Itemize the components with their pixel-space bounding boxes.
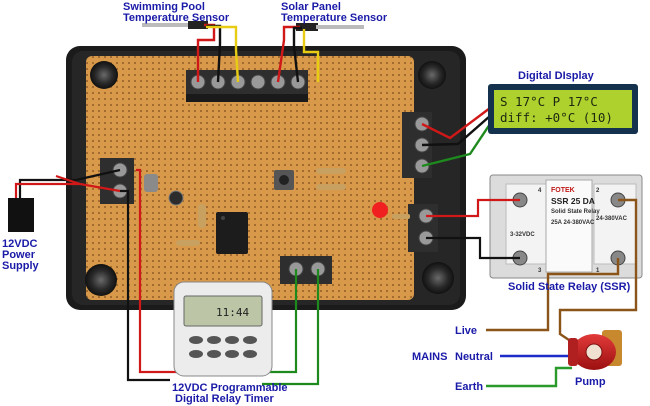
resistor xyxy=(316,184,346,190)
pool-sensor-wires xyxy=(196,23,240,83)
solar-sensor-label-1: Solar Panel xyxy=(281,1,341,13)
earth-label: Earth xyxy=(455,381,483,393)
ssr-input: 3-32VDC xyxy=(510,232,535,238)
solar-sensor-wires xyxy=(276,25,320,83)
ssr-terminal-block xyxy=(408,204,438,252)
digital-relay-timer: 11:44 xyxy=(173,281,273,377)
ssr-control-wires xyxy=(426,198,520,260)
ssr-terminal-1: 1 xyxy=(596,268,600,274)
timer-label-2: Digital Relay Timer xyxy=(175,393,275,405)
timer-terminal-block xyxy=(280,256,332,284)
ic-chip xyxy=(216,212,248,254)
solid-state-relay: FOTEK SSR 25 DA Solid State Relay 25A 24… xyxy=(489,174,643,279)
digital-display: S 17°C P 17°C diff: +0°C (10) xyxy=(488,84,638,134)
display-wires xyxy=(421,107,491,168)
ssr-label: Solid State Relay (SSR) xyxy=(508,281,631,293)
solar-temperature-probe xyxy=(296,23,364,31)
pump xyxy=(568,330,622,370)
regulator xyxy=(144,174,158,192)
ssr-rating: 25A 24-380VAC xyxy=(551,220,595,226)
mount-bosses xyxy=(85,61,454,296)
pump-label: Pump xyxy=(575,376,606,388)
ssr-model: SSR 25 DA xyxy=(551,196,595,206)
timer-display: 11:44 xyxy=(216,306,249,319)
resistor xyxy=(176,240,200,246)
power-label-3: Supply xyxy=(2,260,40,272)
pool-sensor-label-1: Swimming Pool xyxy=(123,1,205,13)
ssr-terminal-3: 3 xyxy=(538,268,542,274)
ssr-output: 24-380VAC xyxy=(596,216,628,222)
power-supply xyxy=(8,198,34,232)
ssr-terminal-4: 4 xyxy=(538,188,542,194)
mains-label: MAINS xyxy=(412,351,447,363)
pool-sensor-label-2: Temperature Sensor xyxy=(123,12,230,24)
live-label: Live xyxy=(455,325,477,337)
ssr-terminal-2: 2 xyxy=(596,188,600,194)
display-terminal-block xyxy=(402,112,432,178)
lcd-line-2: diff: +0°C (10) xyxy=(500,110,613,125)
timer-wires xyxy=(120,168,320,386)
pool-temperature-probe xyxy=(142,21,208,29)
solar-sensor-label-2: Temperature Sensor xyxy=(281,12,388,24)
power-label-1: 12VDC xyxy=(2,238,38,250)
sensor-terminal-block xyxy=(186,70,308,102)
power-wires xyxy=(14,168,121,198)
resistor xyxy=(392,214,410,219)
labels: Swimming Pool Temperature Sensor Solar P… xyxy=(2,1,631,405)
ssr-brand: FOTEK xyxy=(551,187,575,194)
timer-label-1: 12VDC Programmable xyxy=(172,382,288,394)
ssr-subtitle: Solid State Relay xyxy=(551,209,600,215)
power-label-2: Power xyxy=(2,249,36,261)
capacitor xyxy=(168,190,184,206)
neutral-label: Neutral xyxy=(455,351,493,363)
stripboard xyxy=(86,56,414,300)
led-indicator xyxy=(372,202,388,218)
lcd-line-1: S 17°C P 17°C xyxy=(500,94,598,109)
components xyxy=(144,168,410,254)
resistor xyxy=(198,204,206,228)
resistor xyxy=(316,168,346,174)
digital-display-label: Digital DIsplay xyxy=(518,70,595,82)
mains-wires xyxy=(486,198,638,388)
